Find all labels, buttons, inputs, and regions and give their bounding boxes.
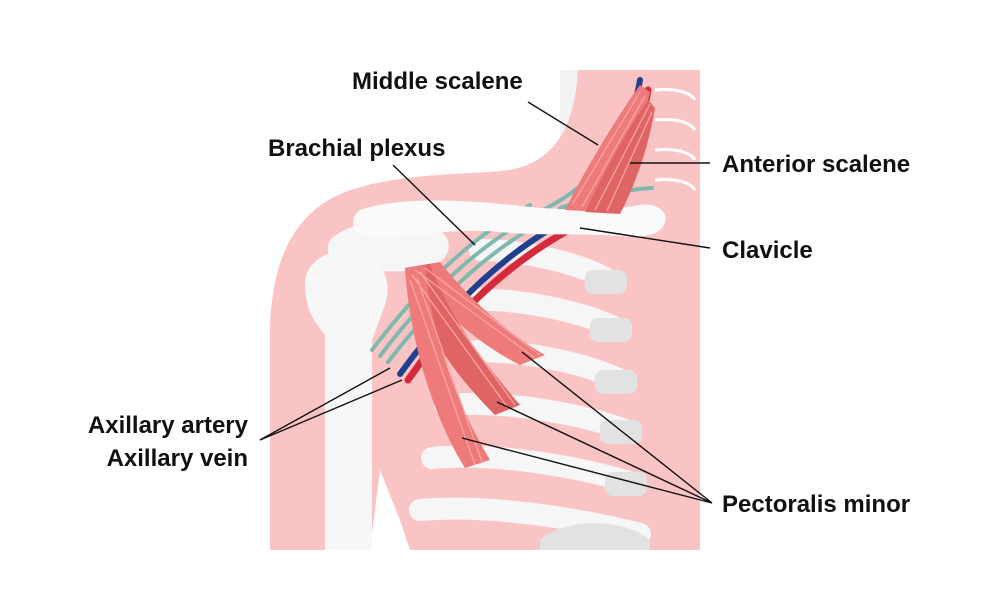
label-clavicle: Clavicle	[722, 237, 813, 264]
scalene-muscles	[565, 85, 655, 214]
pectoralis-minor-muscle	[405, 262, 545, 468]
humerus	[305, 251, 388, 550]
label-anterior-scalene: Anterior scalene	[722, 151, 910, 178]
label-pectoralis-minor: Pectoralis minor	[722, 491, 910, 518]
vertebrae	[654, 88, 697, 191]
label-axillary-artery: Axillary artery	[88, 412, 249, 439]
label-brachial-plexus: Brachial plexus	[268, 135, 445, 162]
leader-lines	[259, 101, 713, 504]
label-axillary-vein: Axillary vein	[107, 445, 248, 472]
label-middle-scalene: Middle scalene	[352, 68, 523, 95]
